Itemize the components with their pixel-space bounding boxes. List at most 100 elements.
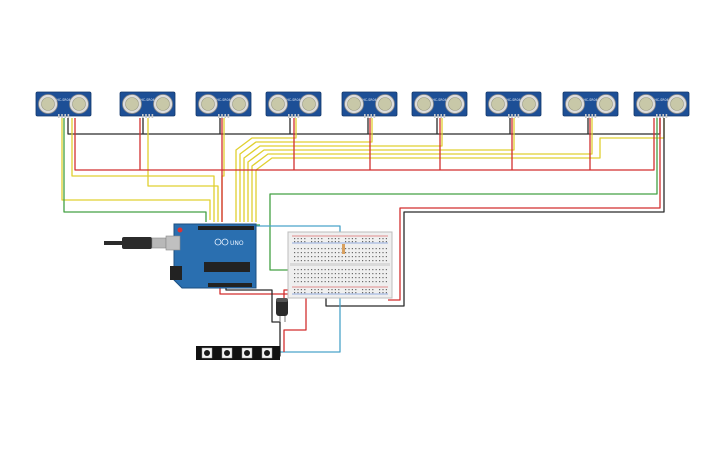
transducer-mesh <box>156 97 170 111</box>
power-jack <box>170 266 182 280</box>
sensor-pin <box>291 114 293 118</box>
sensor-pin <box>142 114 144 118</box>
neopixel-led-strip <box>196 346 280 360</box>
signal-bundle-wire-5 <box>235 118 297 222</box>
sensor-pin <box>218 114 220 118</box>
sensor-pin <box>508 114 510 118</box>
sensor-pin <box>288 114 290 118</box>
sensor-pin <box>64 114 66 118</box>
sensor-pin <box>585 114 587 118</box>
arduino-uno-board: UNO <box>104 223 257 289</box>
sensor-pin <box>665 114 668 118</box>
sensor-pin <box>594 114 597 118</box>
led-chip <box>224 350 230 356</box>
signal-bundle-wire-1 <box>61 118 211 220</box>
ultrasonic-sensor: HC-SR04 <box>485 91 542 118</box>
ultrasonic-sensor: HC-SR04 <box>341 91 398 118</box>
sensor-label: HC-SR04 <box>216 98 230 102</box>
transducer-mesh <box>448 97 462 111</box>
aux-green-wire <box>63 118 207 222</box>
arduino-5v-wire <box>219 288 307 352</box>
transducer-mesh <box>378 97 392 111</box>
ultrasonic-sensor-row: HC-SR04 HC-SR04 HC-SR04 HC-SR04 HC-SR04 HC-SR… <box>35 91 690 118</box>
signal-bundle-wire-3 <box>147 118 219 222</box>
led-strip-body <box>196 346 280 360</box>
sensor-pin <box>227 114 230 118</box>
gnd-bus-wire <box>67 118 661 135</box>
sensor-pin <box>514 114 516 118</box>
aux-green-wire-2 <box>269 118 658 271</box>
transducer-mesh <box>417 97 431 111</box>
signal-bundle-wire-2 <box>71 118 215 222</box>
transducer-mesh <box>347 97 361 111</box>
ultrasonic-sensor: HC-SR04 <box>195 91 252 118</box>
arduino-logo <box>214 238 229 246</box>
transducer-mesh <box>72 97 86 111</box>
vcc-breadboard-wire <box>388 118 661 301</box>
sensor-pin <box>591 114 593 118</box>
transducer-mesh <box>599 97 613 111</box>
sensor-pin <box>662 114 664 118</box>
sensor-pin <box>61 114 63 118</box>
ultrasonic-sensor: HC-SR04 <box>411 91 468 118</box>
sensor-pin <box>370 114 372 118</box>
transducer-mesh <box>639 97 653 111</box>
sensor-pin <box>373 114 376 118</box>
sensor-pin <box>517 114 520 118</box>
transducer-mesh <box>670 97 684 111</box>
led-strip-leds <box>201 347 273 359</box>
vcc-bus-wire <box>74 118 655 171</box>
sensor-label: HC-SR04 <box>140 98 154 102</box>
signal-bundle-wire-6 <box>239 118 373 222</box>
transducer-mesh <box>568 97 582 111</box>
resistor <box>342 244 345 254</box>
sensor-label: HC-SR04 <box>654 98 668 102</box>
transducer-mesh <box>302 97 316 111</box>
signal-bundle-wire-9 <box>251 118 593 222</box>
digital-header <box>198 226 254 230</box>
ultrasonic-sensor: HC-SR04 <box>265 91 322 118</box>
sensor-label: HC-SR04 <box>362 98 376 102</box>
sensor-pin <box>434 114 436 118</box>
led-chip <box>244 350 250 356</box>
sensor-pin <box>656 114 658 118</box>
ultrasonic-sensor: HC-SR04 <box>633 91 690 118</box>
led-chip <box>204 350 210 356</box>
microcontroller-chip <box>204 262 250 272</box>
transducer-mesh <box>125 97 139 111</box>
breadboard-holes <box>294 238 387 294</box>
sensor-pin <box>437 114 439 118</box>
arduino-pcb <box>173 223 257 289</box>
transducer-mesh <box>522 97 536 111</box>
analog-header <box>208 283 252 287</box>
sensor-pin <box>145 114 147 118</box>
sensor-pin <box>148 114 150 118</box>
sensor-pin <box>367 114 369 118</box>
breadboard <box>287 231 393 299</box>
sensor-pin <box>67 114 70 118</box>
transducer-mesh <box>232 97 246 111</box>
signal-bundle-wire-8 <box>247 118 515 222</box>
arduino-gnd-wire <box>225 288 281 357</box>
sensor-pin <box>151 114 154 118</box>
transducer-mesh <box>41 97 55 111</box>
usb-port <box>165 235 181 251</box>
capacitor <box>276 298 288 322</box>
sensor-pin <box>440 114 442 118</box>
sensor-label: HC-SR04 <box>506 98 520 102</box>
led-chip <box>264 350 270 356</box>
ultrasonic-sensor: HC-SR04 <box>119 91 176 118</box>
sensor-pin <box>659 114 661 118</box>
sensor-pin <box>297 114 300 118</box>
center-channel <box>290 263 390 266</box>
board-label: UNO <box>230 240 244 247</box>
sensor-pin <box>224 114 226 118</box>
sensor-label: HC-SR04 <box>56 98 70 102</box>
sensor-pin <box>294 114 296 118</box>
gnd-breadboard-wire <box>325 118 665 307</box>
signal-bundle-wire-7 <box>243 118 443 222</box>
ultrasonic-sensor: HC-SR04 <box>562 91 619 118</box>
sensor-pin <box>221 114 223 118</box>
ultrasonic-sensor: HC-SR04 <box>35 91 92 118</box>
transducer-mesh <box>271 97 285 111</box>
